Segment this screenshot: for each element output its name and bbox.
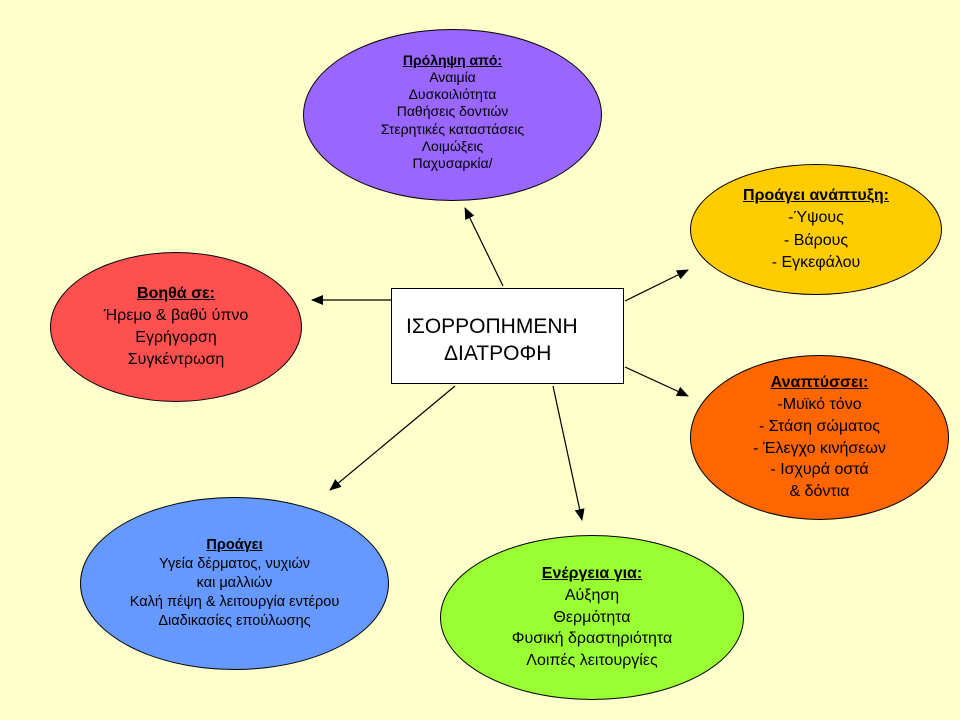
- bubble-prevention-line: Στερητικές καταστάσεις: [380, 120, 525, 137]
- bubble-prevention-line: Αναιμία: [429, 69, 476, 86]
- bubble-prevention-title: Πρόληψη από:: [402, 52, 503, 69]
- bubble-skin-line: Υγεία δέρματος, νυχιών: [158, 556, 311, 573]
- bubble-skin-line: Καλή πέψη & λειτουργία εντέρου: [129, 593, 340, 610]
- arrow-to-growth: [624, 269, 689, 302]
- bubble-energy-line: Λοιπές λειτουργίες: [526, 652, 658, 670]
- bubble-develops-line: - Ισχυρά οστά: [770, 461, 869, 479]
- bubble-develops-title: Αναπτύσσει:: [770, 374, 869, 392]
- center-title-line1: ΙΣΟΡΡΟΠΗΜΕΝΗ: [406, 315, 578, 338]
- center-title-line2: ΔΙΑΤΡΟΦΗ: [444, 342, 552, 365]
- bubble-helps-line: Συγκέντρωση: [127, 351, 225, 369]
- bubble-helps-title: Βοηθά σε:: [137, 284, 215, 302]
- bubble-develops-line: - Στάση σώματος: [759, 417, 880, 435]
- bubble-prevention-line: Παχυσαρκία/: [412, 154, 493, 171]
- bubble-develops-line: - Έλεγχο κινήσεων: [753, 439, 886, 457]
- bubble-growth-line: - Βάρους: [783, 231, 849, 249]
- bubble-helps-line: Εγρήγορση: [135, 329, 217, 346]
- bubble-prevention-line: Δυσκοιλιότητα: [408, 86, 497, 103]
- arrow-to-energy: [552, 385, 585, 521]
- bubble-energy: Ενέργεια για: Αύξηση Θερμότητα Φυσική δρ…: [440, 535, 744, 700]
- bubble-energy-line: Αύξηση: [564, 586, 620, 604]
- bubble-growth-line: -Ύψους: [788, 209, 844, 227]
- bubble-skin-line: Διαδικασίες επούλωσης: [158, 612, 311, 629]
- bubble-skin-line: και μαλλιών: [196, 575, 273, 592]
- bubble-prevention: Πρόληψη από: Αναιμία Δυσκοιλιότητα Παθήσ…: [303, 29, 602, 201]
- bubble-growth: Προάγει ανάπτυξη: -Ύψους - Βάρους - Εγκε…: [690, 164, 942, 295]
- arrow-to-skin: [329, 385, 456, 491]
- arrow-to-prevention: [464, 207, 504, 287]
- arrow-to-develops: [624, 366, 689, 397]
- bubble-growth-title: Προάγει ανάπτυξη:: [743, 187, 889, 205]
- bubble-skin-title: Προάγει: [206, 537, 263, 554]
- bubble-helps-line: Ήρεμο & βαθύ ύπνο: [103, 306, 249, 324]
- bubble-energy-line: Φυσική δραστηριότητα: [511, 630, 673, 648]
- bubble-develops-line: & δόντια: [789, 483, 850, 500]
- bubble-prevention-line: Λοιμώξεις: [421, 137, 484, 154]
- bubble-skin-digestion: Προάγει Υγεία δέρματος, νυχιών και μαλλι…: [80, 497, 389, 670]
- bubble-growth-line: - Εγκεφάλου: [771, 253, 861, 271]
- bubble-develops: Αναπτύσσει: -Μυϊκό τόνο - Στάση σώματος …: [690, 355, 949, 520]
- bubble-helps: Βοηθά σε: Ήρεμο & βαθύ ύπνο Εγρήγορση Συ…: [50, 252, 302, 402]
- center-box: ΙΣΟΡΡΟΠΗΜΕΝΗ ΔΙΑΤΡΟΦΗ: [391, 288, 624, 384]
- bubble-energy-line: Θερμότητα: [553, 608, 631, 626]
- bubble-energy-title: Ενέργεια για:: [541, 565, 643, 583]
- bubble-develops-line: -Μυϊκό τόνο: [777, 396, 862, 413]
- bubble-prevention-line: Παθήσεις δοντιών: [396, 103, 509, 120]
